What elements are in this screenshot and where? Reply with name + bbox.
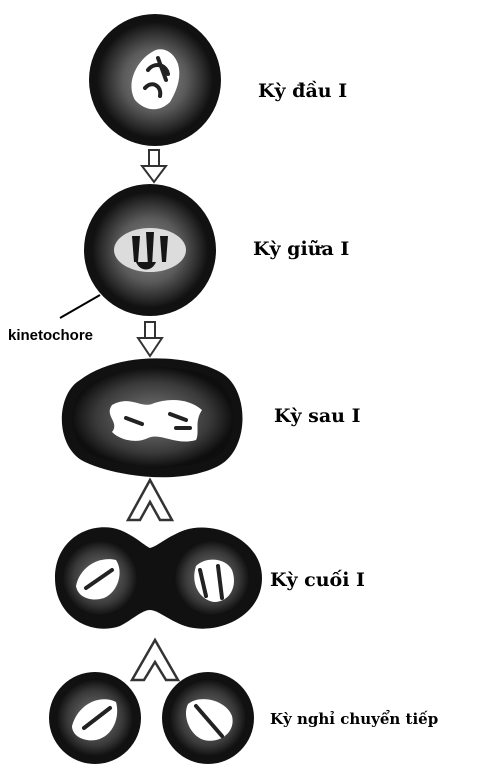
cell-metaphase-i xyxy=(84,184,216,316)
nucleus-anaphase-i xyxy=(110,400,202,441)
cell-interkinesis-left xyxy=(49,672,141,764)
cell-interkinesis-right xyxy=(162,672,254,764)
stage-label-metaphase-i: Kỳ giữa I xyxy=(253,238,349,260)
arrow-up-icon xyxy=(128,480,172,520)
kinetochore-pointer xyxy=(60,295,100,318)
stage-label-telophase-i: Kỳ cuối I xyxy=(270,569,365,591)
cell-anaphase-i xyxy=(62,358,243,477)
stage-label-interkinesis: Kỳ nghỉ chuyển tiếp xyxy=(270,710,438,728)
cell-telophase-i xyxy=(55,527,262,628)
arrow-down-icon xyxy=(142,150,166,182)
stage-label-anaphase-i: Kỳ sau I xyxy=(274,405,361,427)
arrow-down-icon xyxy=(138,322,162,356)
arrow-up-icon xyxy=(132,640,178,680)
cell-prophase-i xyxy=(89,14,221,146)
stage-label-prophase-i: Kỳ đầu I xyxy=(258,80,347,102)
kinetochore-label: kinetochore xyxy=(8,327,93,344)
